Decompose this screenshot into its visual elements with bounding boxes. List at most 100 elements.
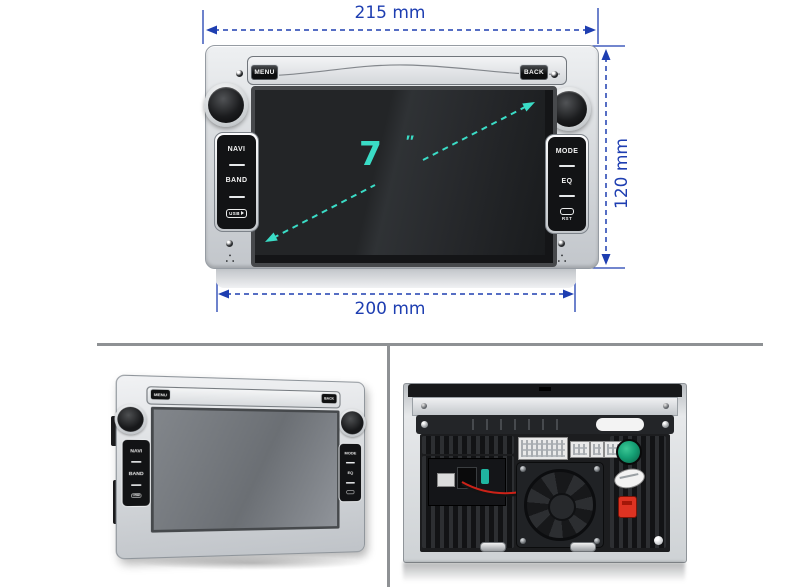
usb-icon: USB <box>226 208 247 218</box>
band-button: BAND <box>128 470 144 477</box>
right-button-column-inner: MODE EQ RST <box>548 137 586 231</box>
indicator-dot-right <box>551 71 558 78</box>
screw <box>594 538 600 544</box>
button-separator <box>131 461 142 463</box>
right-button-column: MODE EQ <box>338 442 363 503</box>
rst-pinhole-icon <box>560 207 574 215</box>
display-screen <box>150 406 340 533</box>
vent-slots <box>460 419 570 430</box>
mode-button: MODE <box>344 450 357 456</box>
cd-slot <box>146 386 341 409</box>
arrowhead <box>601 49 611 60</box>
reset-hole-right <box>558 240 565 247</box>
screw <box>654 536 663 545</box>
metal-foot <box>570 542 596 552</box>
back-button: BACK <box>520 65 548 80</box>
dimension-width-top-label: 215 mm <box>354 3 426 23</box>
fuse-holder <box>618 496 637 518</box>
usb-icon: USB <box>130 493 142 499</box>
screw <box>520 538 526 544</box>
rst-label: RST <box>561 215 573 221</box>
diagonal-dash-segment <box>272 184 376 239</box>
cooling-fan <box>516 462 604 548</box>
diagonal-dash-segment <box>422 105 528 161</box>
screw <box>421 421 428 428</box>
button-separator <box>131 484 142 486</box>
usb-icon-label: USB <box>229 210 240 216</box>
reset-hole-left <box>226 240 233 247</box>
reflection <box>403 562 685 582</box>
power-connector-panel <box>428 458 506 506</box>
wiring-harness-connector <box>570 441 590 458</box>
perspective-face-content: MENU BACK NAVI BAND USB MODE EQ <box>114 376 366 559</box>
navi-button: NAVI <box>227 146 246 154</box>
rear-top-cap <box>408 384 682 397</box>
heatsink-fins <box>422 436 514 454</box>
drop-shadow <box>140 556 365 570</box>
screw <box>421 403 427 409</box>
head-unit-front-view: MENU BACK 7 ″ NAVI BAND <box>204 45 599 269</box>
rear-metal-strip <box>412 397 678 416</box>
left-button-column: NAVI BAND USB <box>121 438 151 508</box>
button-separator <box>559 195 575 197</box>
screw <box>520 466 526 472</box>
eq-button: EQ <box>561 177 573 185</box>
wiring-harness-connector <box>518 437 568 460</box>
arrowhead <box>218 289 229 299</box>
display-screen: 7 ″ <box>251 86 557 267</box>
back-button: BACK <box>321 393 337 404</box>
volume-knob-right <box>338 408 366 438</box>
arrowhead <box>522 102 535 112</box>
divider-vertical <box>387 343 390 587</box>
band-button: BAND <box>225 177 248 185</box>
fan-hub <box>548 493 576 521</box>
arrowhead <box>265 232 278 242</box>
arrowhead <box>563 289 574 299</box>
arrowhead <box>585 25 596 35</box>
screw <box>663 403 669 409</box>
button-separator <box>345 462 355 464</box>
rear-view-panel <box>403 383 687 563</box>
mic-holes-left <box>225 254 235 263</box>
eq-button: EQ <box>347 470 354 476</box>
perspective-view-panel: MENU BACK NAVI BAND USB MODE EQ <box>95 372 390 582</box>
screen-size-unit: ″ <box>405 132 414 151</box>
screw <box>594 466 600 472</box>
button-separator <box>228 164 245 167</box>
button-separator <box>345 481 355 484</box>
left-button-column: NAVI BAND USB <box>214 132 259 232</box>
menu-button: MENU <box>251 65 278 80</box>
divider-horizontal <box>97 343 763 346</box>
screw <box>662 421 669 428</box>
arrowhead <box>206 25 217 35</box>
wiring-harness-connector <box>590 441 604 458</box>
rst-pinhole-icon <box>346 490 355 495</box>
head-unit-perspective-view: MENU BACK NAVI BAND USB MODE EQ <box>114 374 366 560</box>
label-sticker <box>596 418 644 431</box>
button-separator <box>559 165 575 167</box>
antenna-socket <box>616 439 642 465</box>
navi-button: NAVI <box>130 447 143 454</box>
screen-glass: 7 ″ <box>255 90 545 255</box>
volume-knob-left <box>114 403 147 435</box>
indicator-dot-left <box>236 70 243 77</box>
cd-slot <box>247 56 567 85</box>
arrowhead <box>601 254 611 265</box>
dimension-width-bottom-label: 200 mm <box>354 299 426 319</box>
black-plug <box>457 467 477 489</box>
screen-size-label: 7 <box>359 134 382 173</box>
usb-icon-arrow <box>240 211 244 216</box>
left-button-column-inner: NAVI BAND USB <box>217 135 256 229</box>
decorative-curve <box>251 64 561 77</box>
small-connector <box>437 473 455 487</box>
rear-chassis-body <box>420 434 670 552</box>
mic-holes-right <box>557 254 567 263</box>
rear-slotted-bar <box>416 415 674 434</box>
volume-knob-left <box>204 83 248 127</box>
usb-button: USB <box>217 208 256 218</box>
right-button-column: MODE EQ RST <box>545 134 589 234</box>
dimension-height-label: 120 mm <box>612 138 632 209</box>
metal-foot <box>480 542 506 552</box>
top-notch <box>539 387 551 391</box>
